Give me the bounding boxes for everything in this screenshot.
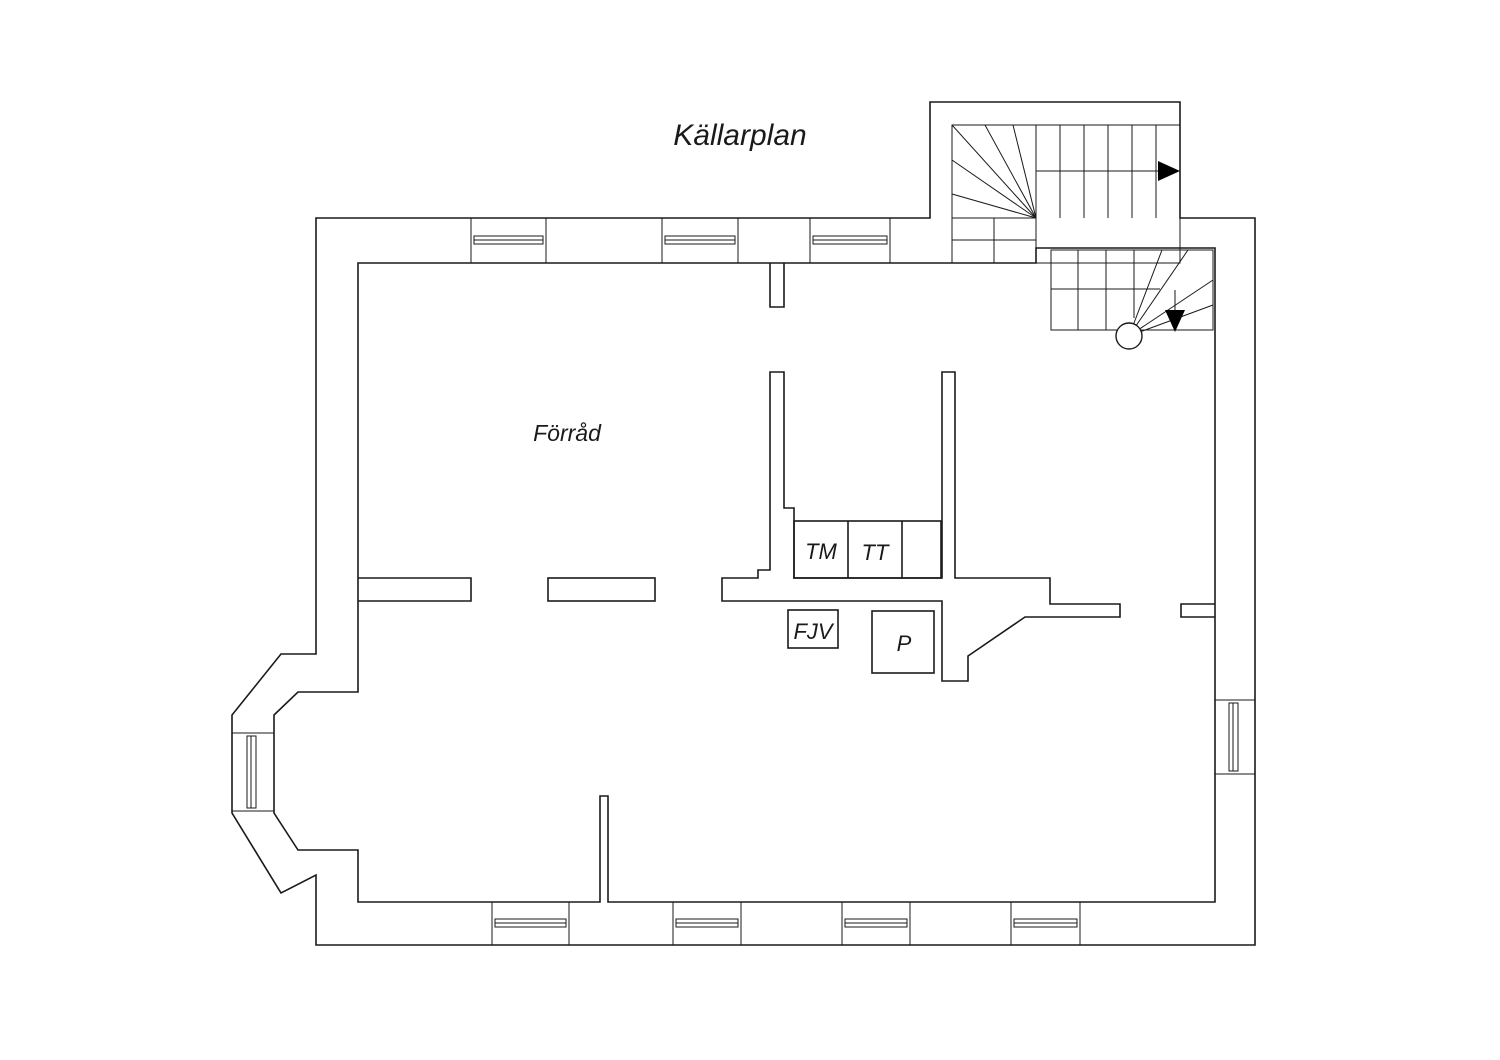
district-heating-unit: FJV (787, 609, 839, 649)
interior-walls (358, 371, 1215, 682)
windows-top (470, 217, 891, 264)
windows-bottom (491, 901, 1081, 946)
stair-arrow-icon (1165, 310, 1185, 332)
laundry-units: TM TT (793, 520, 942, 579)
stair-arrow-icon (1158, 161, 1180, 181)
dryer-label: TT (862, 540, 890, 565)
outer-walls (231, 101, 1256, 946)
plan-title: Källarplan (673, 119, 806, 152)
p-unit: P (871, 610, 935, 674)
room-label-storage: Förråd (533, 420, 602, 446)
exterior-stair (951, 124, 1181, 264)
washing-machine-label: TM (805, 539, 837, 564)
windows-side (231, 699, 1256, 812)
stair-post-icon (1115, 322, 1143, 350)
svg-text:P: P (897, 631, 912, 656)
svg-text:FJV: FJV (793, 619, 834, 644)
interior-stair (1050, 249, 1214, 350)
wall-stub-top (769, 263, 785, 308)
